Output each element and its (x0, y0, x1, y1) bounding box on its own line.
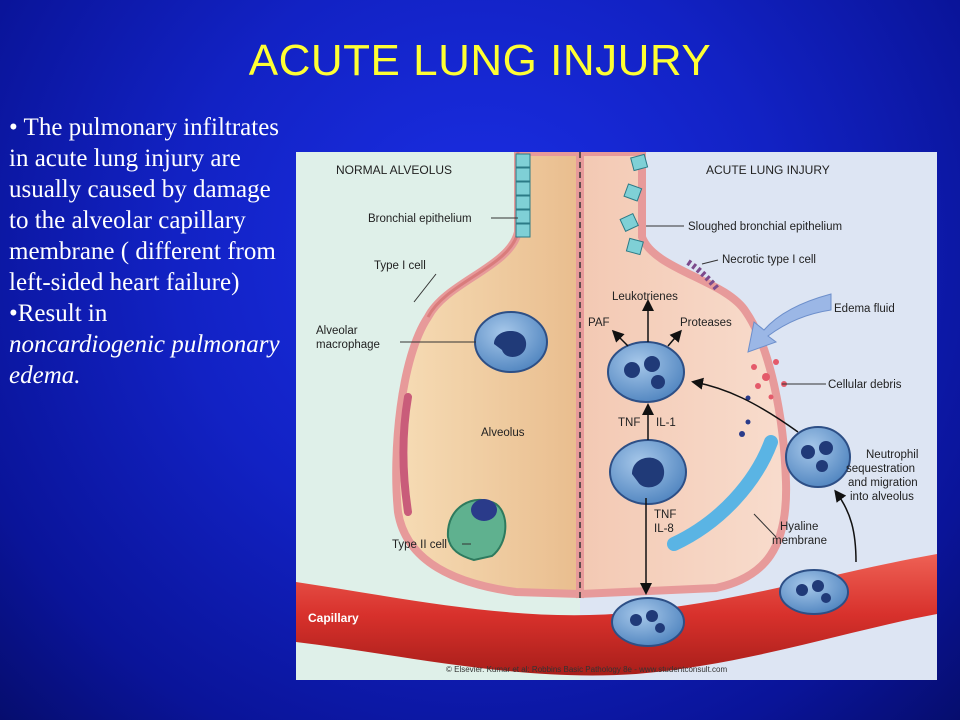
label-il-8: IL-8 (654, 523, 674, 535)
bronchial-epithelium-cells (515, 153, 649, 256)
label-alveolar-macrophage-1: Alveolar (316, 325, 358, 337)
label-proteases: Proteases (680, 317, 732, 329)
label-hyaline-1: Hyaline (780, 521, 818, 533)
type-1-cell (399, 393, 412, 516)
label-il-1: IL-1 (656, 417, 676, 429)
bullet-list: • The pulmonary infiltrates in acute lun… (9, 112, 287, 391)
label-leukotrienes: Leukotrienes (612, 291, 678, 303)
label-edema-fluid: Edema fluid (834, 303, 895, 315)
pathway-arrows (611, 299, 857, 595)
figure-credit: © Elsevier. Kumar et al: Robbins Basic P… (446, 665, 727, 674)
label-acute-lung-injury: ACUTE LUNG INJURY (706, 163, 830, 177)
lung-injury-diagram: NORMAL ALVEOLUS ACUTE LUNG INJURY Bronch… (296, 152, 937, 680)
bullet-2-italic: noncardiogenic pulmonary edema. (9, 331, 280, 389)
neutrophil-cell-migrating (785, 426, 851, 488)
label-tnf-2: TNF (654, 509, 676, 521)
capillary-neutrophil-left (611, 597, 685, 647)
bullet-2-lead: •Result in (9, 300, 108, 327)
label-capillary: Capillary (308, 611, 359, 625)
capillary-neutrophil-right (779, 569, 849, 615)
bullet-item-2: •Result in noncardiogenic pulmonary edema… (9, 298, 287, 391)
label-normal-alveolus: NORMAL ALVEOLUS (336, 163, 452, 177)
label-neutrophil-2: sequestration (846, 463, 915, 475)
label-tnf-1: TNF (618, 417, 640, 429)
bullet-item-1: • The pulmonary infiltrates in acute lun… (9, 114, 280, 296)
hyaline-membrane (667, 435, 778, 551)
label-alveolar-macrophage-2: macrophage (316, 339, 380, 351)
label-leader-lines (400, 217, 826, 545)
alveolar-macrophage (474, 311, 548, 373)
label-necrotic-type-1-cell: Necrotic type I cell (722, 254, 816, 266)
label-paf: PAF (588, 317, 610, 329)
necrotic-type-1-cell (686, 259, 721, 292)
label-bronchial-epithelium: Bronchial epithelium (368, 213, 472, 225)
neutrophil-cell-upper (607, 341, 685, 403)
slide-title: ACUTE LUNG INJURY (248, 36, 712, 85)
label-neutrophil-1: Neutrophil (866, 449, 918, 461)
type-2-cell (446, 498, 507, 562)
label-neutrophil-4: into alveolus (850, 491, 914, 503)
label-sloughed-epithelium: Sloughed bronchial epithelium (688, 221, 842, 233)
label-type-2-cell: Type II cell (392, 539, 447, 551)
neutrophil-cell-middle (609, 439, 687, 505)
label-hyaline-2: membrane (772, 535, 827, 547)
label-alveolus: Alveolus (481, 427, 525, 439)
label-cellular-debris: Cellular debris (828, 379, 902, 391)
label-neutrophil-3: and migration (848, 477, 918, 489)
label-type-1-cell: Type I cell (374, 260, 426, 272)
edema-fluid-arrow (747, 293, 832, 353)
